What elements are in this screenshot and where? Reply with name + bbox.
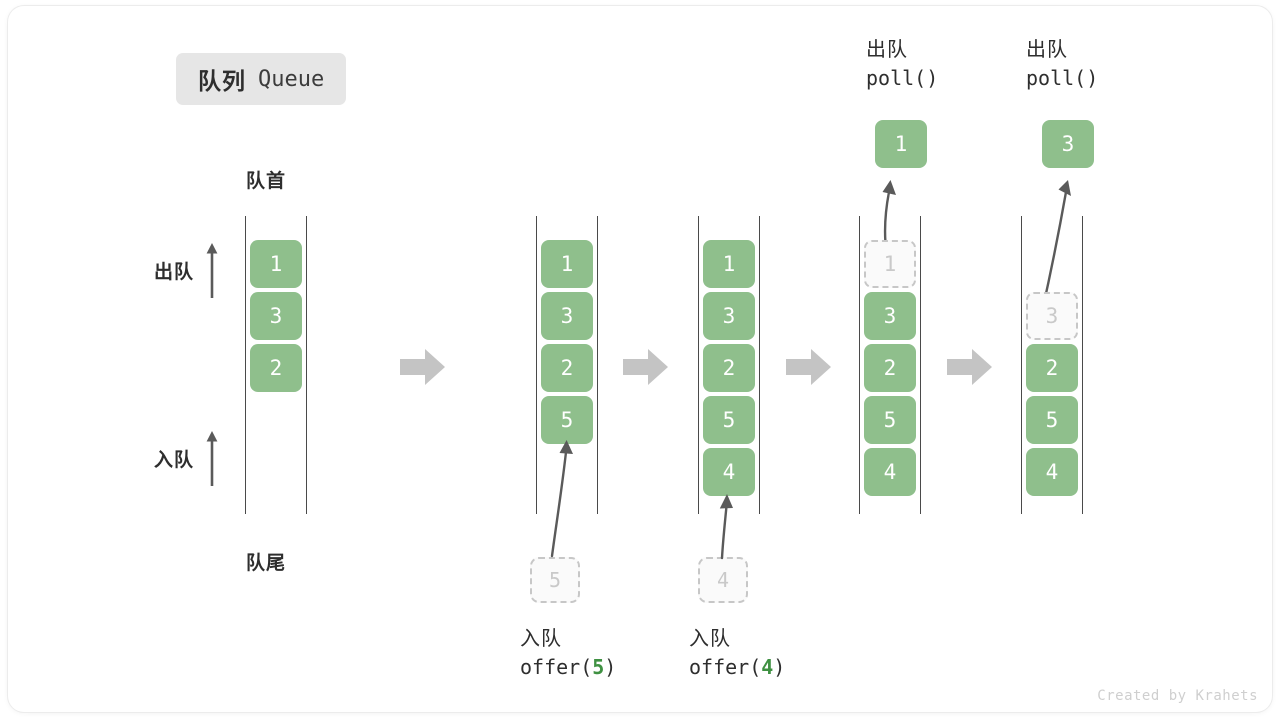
caption-cn: 出队 <box>866 39 908 61</box>
queue-element: 3 <box>864 292 916 340</box>
queue-element: 2 <box>703 344 755 392</box>
queue-element: 4 <box>864 448 916 496</box>
diagram-canvas: 队列 Queue 队首 队尾 出队 入队 1 3 2 <box>8 6 1272 712</box>
queue-head-label: 队首 <box>246 171 287 192</box>
queue-element: 3 <box>250 292 302 340</box>
queue-tail-label: 队尾 <box>246 553 287 574</box>
queue-element: 5 <box>541 396 593 444</box>
enqueue-text: 入队 <box>154 449 195 471</box>
queue-element: 3 <box>541 292 593 340</box>
caption-code: offer(4) <box>689 653 785 681</box>
queue-element: 1 <box>541 240 593 288</box>
queue-element: 3 <box>703 292 755 340</box>
queue-rail-right <box>597 216 598 514</box>
queue-element: 1 <box>703 240 755 288</box>
caption-code-suffix: ) <box>773 655 786 680</box>
queue-slots: 3 2 5 4 <box>1026 240 1078 500</box>
diagram-card: 队列 Queue 队首 队尾 出队 入队 1 3 2 <box>8 6 1272 712</box>
caption-code-prefix: offer( <box>689 655 762 680</box>
dequeue-up-arrow-icon <box>206 243 218 298</box>
queue-slots: 1 3 2 5 <box>541 240 593 448</box>
pending-element-4: 4 <box>698 557 748 603</box>
queue-rail-right <box>920 216 921 514</box>
queue-rail-left <box>859 216 860 514</box>
queue-element: 5 <box>864 396 916 444</box>
queue-element: 2 <box>541 344 593 392</box>
caption-cn: 入队 <box>520 628 562 650</box>
queue-rail-right <box>1082 216 1083 514</box>
flow-arrow-icon <box>947 349 992 385</box>
queue-column-after-poll-1: 1 3 2 5 4 <box>859 216 921 514</box>
queue-slot-empty <box>1026 240 1078 288</box>
queue-element-removed: 3 <box>1026 292 1078 340</box>
caption-offer-4: 入队 offer(4) <box>689 625 785 682</box>
queue-element: 4 <box>703 448 755 496</box>
caption-code-suffix: ) <box>604 655 617 680</box>
flow-arrow-icon <box>786 349 831 385</box>
queue-slots: 1 3 2 5 4 <box>703 240 755 500</box>
queue-element: 5 <box>1026 396 1078 444</box>
caption-code: poll() <box>866 66 939 91</box>
title-badge: 队列 Queue <box>176 53 347 105</box>
enqueue-up-arrow-icon <box>206 431 218 486</box>
title-cn: 队列 <box>198 68 246 94</box>
title-en: Queue <box>258 66 325 92</box>
popped-element-3: 3 <box>1042 120 1094 168</box>
queue-element: 2 <box>864 344 916 392</box>
flow-arrow-icon <box>400 349 445 385</box>
queue-column-initial: 1 3 2 <box>245 216 307 514</box>
caption-code-value: 4 <box>761 655 774 680</box>
queue-element: 2 <box>250 344 302 392</box>
caption-offer-5: 入队 offer(5) <box>520 625 616 682</box>
queue-column-after-offer-4: 1 3 2 5 4 <box>698 216 760 514</box>
dequeue-text: 出队 <box>154 261 195 283</box>
queue-rail-right <box>306 216 307 514</box>
queue-rail-right <box>759 216 760 514</box>
queue-rail-left <box>536 216 537 514</box>
caption-cn: 出队 <box>1026 39 1068 61</box>
queue-element: 4 <box>1026 448 1078 496</box>
caption-poll-1: 出队 poll() <box>866 36 938 93</box>
caption-code-value: 5 <box>592 655 605 680</box>
enqueue-direction-label: 入队 <box>154 429 220 487</box>
popped-element-1: 1 <box>875 120 927 168</box>
queue-slots: 1 3 2 5 4 <box>864 240 916 500</box>
flow-arrow-icon <box>623 349 668 385</box>
dequeue-direction-label: 出队 <box>154 241 220 299</box>
queue-element: 1 <box>250 240 302 288</box>
queue-element-removed: 1 <box>864 240 916 288</box>
credit-text: Created by Krahets <box>1097 688 1258 704</box>
queue-rail-left <box>698 216 699 514</box>
caption-poll-3: 出队 poll() <box>1026 36 1098 93</box>
caption-code-prefix: offer( <box>520 655 593 680</box>
queue-column-after-poll-3: 3 2 5 4 <box>1021 216 1083 514</box>
queue-column-after-offer-5: 1 3 2 5 <box>536 216 598 514</box>
queue-rail-left <box>1021 216 1022 514</box>
queue-element: 5 <box>703 396 755 444</box>
caption-code: poll() <box>1026 66 1099 91</box>
caption-cn: 入队 <box>689 628 731 650</box>
queue-element: 2 <box>1026 344 1078 392</box>
queue-rail-left <box>245 216 246 514</box>
caption-code: offer(5) <box>520 653 616 681</box>
queue-slots: 1 3 2 <box>250 240 302 396</box>
pending-element-5: 5 <box>530 557 580 603</box>
